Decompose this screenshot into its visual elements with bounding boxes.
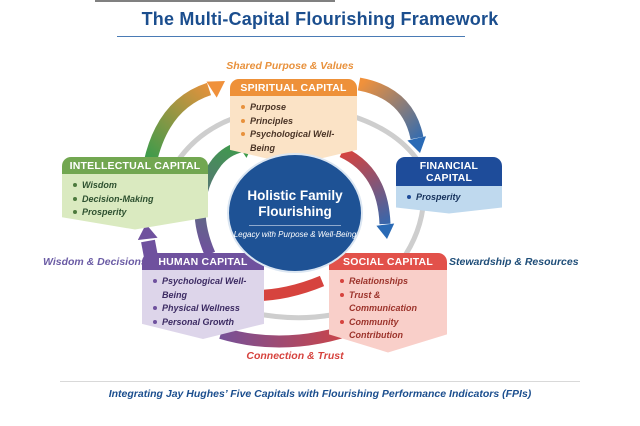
cycle-label-shared-purpose: Shared Purpose & Values (226, 60, 354, 72)
title-underline (117, 36, 465, 37)
cycle-label-wisdom: Wisdom & Decisions (43, 256, 147, 268)
central-circle: Holistic Family Flourishing Legacy with … (227, 153, 363, 273)
spiritual-capital-header: SPIRITUAL CAPITAL (230, 79, 357, 96)
list-item: Relationships (340, 275, 444, 289)
list-item: Community Contribution (340, 316, 444, 343)
intellectual-capital-box: INTELLECTUAL CAPITAL Wisdom Decision-Mak… (62, 157, 208, 230)
financial-capital-box: FINANCIAL CAPITAL Prosperity (396, 157, 502, 214)
list-item: Personal Growth (153, 316, 261, 330)
list-item: Prosperity (407, 191, 499, 205)
arrow-intellectual-to-spiritual (143, 82, 212, 165)
hub-title: Holistic Family Flourishing (247, 187, 343, 219)
grey-ring-segment (349, 113, 419, 161)
human-capital-box: HUMAN CAPITAL Psychological Well-Being P… (142, 253, 264, 339)
bullet-icon (340, 292, 344, 297)
bullet-icon (73, 196, 77, 201)
bullet-icon (73, 183, 77, 187)
footer-divider (60, 381, 580, 382)
bullet-icon (241, 132, 245, 136)
arrowhead-icon (376, 223, 395, 239)
hub-divider (249, 224, 341, 226)
screenshot-edge-artifact (95, 0, 335, 2)
spiritual-capital-box: SPIRITUAL CAPITAL Purpose Principles Psy… (230, 79, 357, 165)
bullet-icon (241, 118, 245, 123)
cycle-label-connection: Connection & Trust (246, 350, 344, 362)
bullet-icon (153, 319, 157, 324)
arrow-spiritual-to-financial (357, 77, 424, 140)
bullet-icon (340, 319, 344, 324)
hub-subtitle: Legacy with Purpose & Well-Being (233, 229, 357, 239)
arrow-inner-right-to-social (339, 147, 391, 225)
cycle-label-stewardship: Stewardship & Resources (449, 256, 579, 268)
arrow-inner-left-to-spiritual (194, 141, 243, 257)
list-item: Psychological Well-Being (241, 128, 354, 155)
social-capital-header: SOCIAL CAPITAL (329, 253, 447, 270)
list-item: Physical Wellness (153, 302, 261, 316)
list-item: Wisdom (73, 179, 205, 193)
arrowhead-icon (407, 136, 426, 153)
bullet-icon (340, 279, 344, 283)
financial-capital-header: FINANCIAL CAPITAL (396, 157, 502, 186)
page-title: The Multi-Capital Flourishing Framework (141, 9, 499, 29)
list-item: Purpose (241, 101, 354, 115)
human-capital-header: HUMAN CAPITAL (142, 253, 264, 270)
bullet-icon (153, 279, 157, 283)
list-item: Psychological Well-Being (153, 275, 261, 302)
arrowhead-icon (206, 81, 225, 98)
arrowhead-icon (137, 224, 158, 240)
footer-caption: Integrating Jay Hughes’ Five Capitals wi… (108, 388, 532, 400)
bullet-icon (241, 105, 245, 109)
bullet-icon (73, 210, 77, 214)
social-capital-box: SOCIAL CAPITAL Relationships Trust & Com… (329, 253, 447, 353)
list-item: Principles (241, 115, 354, 129)
intellectual-capital-header: INTELLECTUAL CAPITAL (62, 157, 208, 174)
bullet-icon (153, 306, 157, 310)
list-item: Prosperity (73, 206, 205, 220)
bullet-icon (407, 195, 411, 199)
list-item: Decision-Making (73, 193, 205, 207)
list-item: Trust & Communication (340, 289, 444, 316)
